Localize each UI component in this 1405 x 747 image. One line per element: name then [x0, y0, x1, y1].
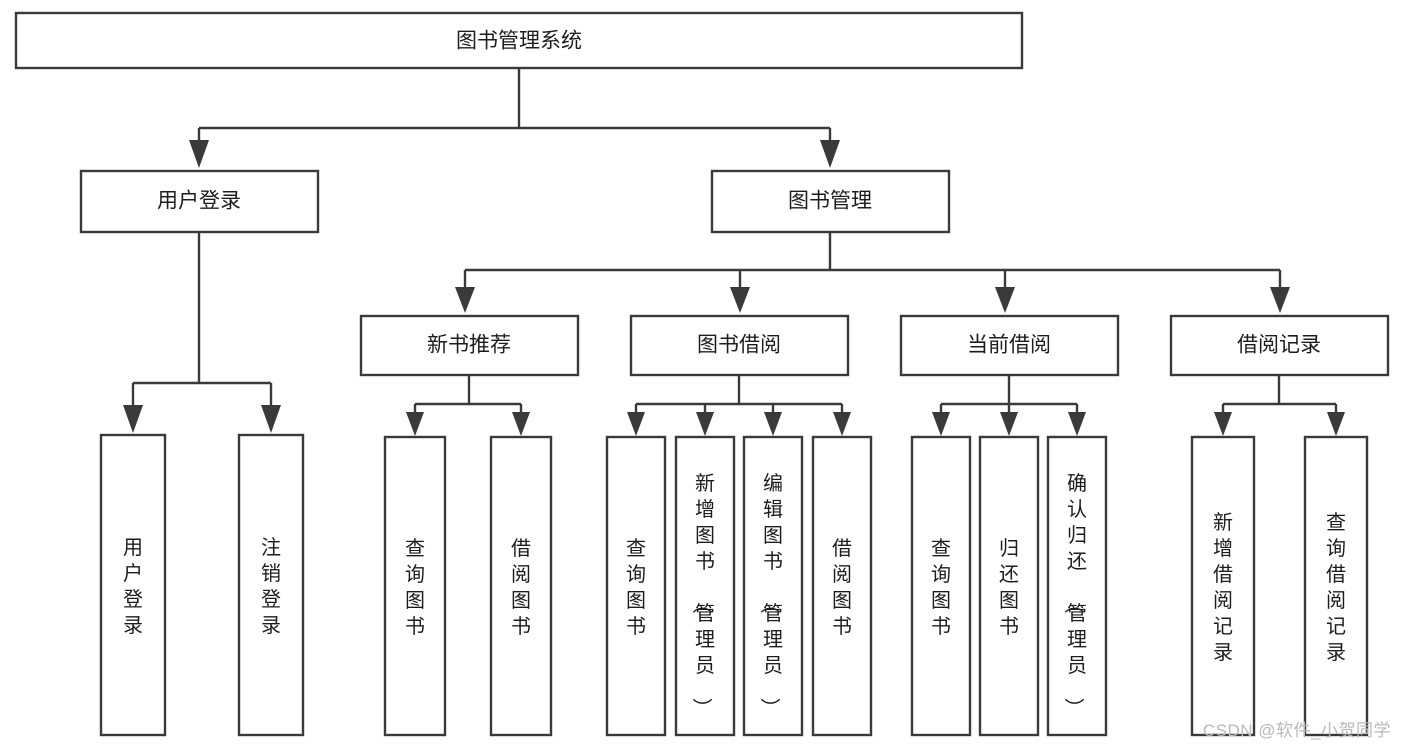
node-leaf-user-logout[interactable]: 注销登录 — [237, 433, 305, 737]
node-root-box[interactable] — [14, 11, 1024, 70]
arrow-head-leaf-edit-book — [764, 412, 782, 436]
arrow-head-new-book-recommend — [455, 287, 475, 313]
arrow-head-book-borrow — [730, 287, 750, 313]
node-leaf-return-book-box[interactable] — [978, 435, 1040, 737]
node-leaf-add-record-box[interactable] — [1190, 435, 1256, 737]
node-leaf-borrow-book-2-box[interactable] — [811, 435, 873, 737]
arrow-head-leaf-query-book-3 — [932, 412, 950, 436]
arrow-head-leaf-borrow-book-1 — [512, 412, 530, 436]
node-leaf-confirm-return-box[interactable] — [1046, 435, 1108, 737]
arrow-head-leaf-user-login — [123, 405, 143, 433]
node-leaf-borrow-book-1-label: 借阅图书 — [511, 537, 531, 638]
node-user-login-box[interactable] — [79, 169, 320, 234]
node-leaf-add-book-label: 新增图书（管理员） — [690, 472, 715, 718]
node-leaf-edit-book[interactable]: 编辑图书（管理员） — [742, 435, 804, 737]
node-leaf-query-book-2-box[interactable] — [605, 435, 667, 737]
arrow-head-leaf-add-book — [696, 412, 714, 436]
node-leaf-query-book-3[interactable]: 查询图书 — [910, 435, 972, 737]
node-book-borrow[interactable]: 图书借阅 — [629, 314, 850, 377]
node-leaf-add-record[interactable]: 新增借阅记录 — [1190, 435, 1256, 737]
node-leaf-edit-book-label: 编辑图书（管理员） — [758, 472, 783, 718]
node-borrow-record[interactable]: 借阅记录 — [1169, 314, 1390, 377]
node-user-login[interactable]: 用户登录 — [79, 169, 320, 234]
node-leaf-user-login-box[interactable] — [99, 433, 167, 737]
node-leaf-query-book-1-label: 查询图书 — [405, 537, 425, 638]
arrow-head-user-login — [189, 140, 209, 168]
node-leaf-confirm-return-label: 确认归还（管理员） — [1062, 472, 1087, 718]
arrow-head-leaf-user-logout — [261, 405, 281, 433]
node-leaf-query-record-box[interactable] — [1303, 435, 1369, 737]
node-borrow-record-label: 借阅记录 — [1237, 334, 1321, 357]
node-leaf-query-book-1[interactable]: 查询图书 — [383, 435, 447, 737]
arrow-head-leaf-confirm-return — [1068, 412, 1086, 436]
csdn-watermark: CSDN @软件_小贺同学 — [1202, 721, 1391, 740]
node-leaf-confirm-return[interactable]: 确认归还（管理员） — [1046, 435, 1108, 737]
node-new-book-recommend-box[interactable] — [359, 314, 580, 377]
node-current-borrow-box[interactable] — [899, 314, 1120, 377]
node-leaf-return-book[interactable]: 归还图书 — [978, 435, 1040, 737]
node-new-book-recommend[interactable]: 新书推荐 — [359, 314, 580, 377]
node-current-borrow-label: 当前借阅 — [967, 334, 1051, 357]
node-leaf-query-record-label: 查询借阅记录 — [1326, 511, 1346, 664]
node-leaf-borrow-book-1-box[interactable] — [489, 435, 553, 737]
node-leaf-add-book-box[interactable] — [674, 435, 736, 737]
node-current-borrow[interactable]: 当前借阅 — [899, 314, 1120, 377]
node-leaf-query-book-2[interactable]: 查询图书 — [605, 435, 667, 737]
arrow-head-leaf-borrow-book-2 — [833, 412, 851, 436]
arrow-head-borrow-record — [1270, 287, 1290, 313]
node-leaf-user-logout-label: 注销登录 — [261, 536, 281, 637]
node-leaf-query-book-2-label: 查询图书 — [626, 537, 646, 638]
arrow-head-leaf-query-book-1 — [406, 412, 424, 436]
node-leaf-add-record-label: 新增借阅记录 — [1213, 511, 1233, 664]
node-root[interactable]: 图书管理系统 — [14, 11, 1024, 70]
arrow-head-leaf-add-record — [1214, 412, 1232, 436]
arrow-head-leaf-return-book — [1000, 412, 1018, 436]
arrow-head-leaf-query-book-2 — [627, 412, 645, 436]
arrow-head-current-borrow — [995, 287, 1015, 313]
node-leaf-query-book-3-label: 查询图书 — [931, 537, 951, 638]
node-leaf-user-login[interactable]: 用户登录 — [99, 433, 167, 737]
node-book-borrow-label: 图书借阅 — [697, 334, 781, 357]
node-root-label: 图书管理系统 — [456, 30, 582, 53]
node-book-manage-box[interactable] — [710, 169, 951, 234]
node-leaf-user-logout-box[interactable] — [237, 433, 305, 737]
connector-layer — [123, 68, 1345, 436]
node-leaf-query-book-1-box[interactable] — [383, 435, 447, 737]
node-user-login-label: 用户登录 — [157, 190, 241, 213]
node-leaf-borrow-book-1[interactable]: 借阅图书 — [489, 435, 553, 737]
arrow-head-leaf-query-record — [1327, 412, 1345, 436]
node-book-borrow-box[interactable] — [629, 314, 850, 377]
node-leaf-user-login-label: 用户登录 — [123, 537, 143, 637]
node-leaf-borrow-book-2[interactable]: 借阅图书 — [811, 435, 873, 737]
node-borrow-record-box[interactable] — [1169, 314, 1390, 377]
node-leaf-query-book-3-box[interactable] — [910, 435, 972, 737]
node-leaf-add-book[interactable]: 新增图书（管理员） — [674, 435, 736, 737]
node-book-manage[interactable]: 图书管理 — [710, 169, 951, 234]
node-leaf-borrow-book-2-label: 借阅图书 — [832, 537, 852, 638]
node-leaf-edit-book-box[interactable] — [742, 435, 804, 737]
arrow-head-book-manage — [820, 140, 840, 168]
node-book-manage-label: 图书管理 — [788, 190, 872, 213]
node-new-book-recommend-label: 新书推荐 — [427, 334, 511, 357]
node-leaf-return-book-label: 归还图书 — [999, 537, 1019, 638]
node-leaf-query-record[interactable]: 查询借阅记录 — [1303, 435, 1369, 737]
